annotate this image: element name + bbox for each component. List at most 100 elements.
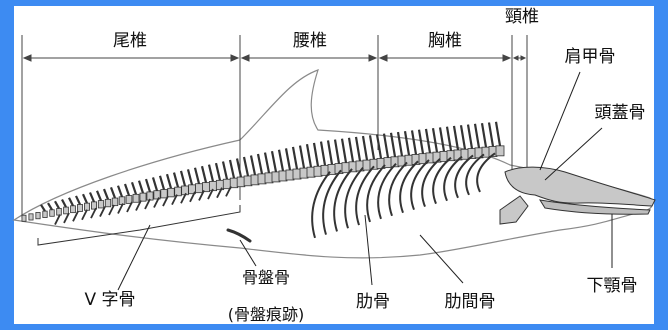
scapula-label: 肩甲骨: [565, 47, 616, 67]
spinous-process: [279, 150, 283, 171]
spinous-process: [167, 174, 171, 188]
rib: [334, 169, 352, 232]
spinous-process: [230, 160, 234, 178]
pelvis-label: 骨盤骨: [242, 268, 290, 287]
spinous-process: [356, 137, 360, 161]
spinous-process: [195, 168, 199, 184]
spinous-process: [76, 196, 80, 205]
vertebra: [29, 214, 33, 220]
spinous-process: [349, 138, 353, 162]
spinous-process: [209, 165, 213, 182]
spinous-process: [370, 135, 374, 159]
spinous-process: [335, 140, 339, 164]
chevron-bone: [118, 203, 123, 213]
spinous-process: [321, 142, 325, 166]
body-outline: [14, 70, 652, 258]
vertebra: [147, 192, 153, 200]
rib: [312, 172, 330, 238]
vertebra: [36, 212, 40, 218]
spinous-process: [293, 147, 297, 169]
spinous-process: [97, 191, 101, 201]
spinous-process: [496, 122, 500, 146]
spinous-process: [286, 148, 290, 170]
spinous-process: [482, 123, 486, 147]
rib: [422, 159, 440, 207]
spinous-process: [202, 166, 206, 182]
vertebra: [119, 197, 125, 205]
spinous-process: [244, 157, 248, 176]
spinous-process: [41, 205, 45, 211]
vertebra: [84, 203, 89, 210]
vertebra: [64, 207, 69, 214]
spinous-process: [419, 130, 423, 154]
spinous-process: [447, 127, 451, 151]
vertebra: [237, 177, 245, 187]
mandible-label: 下顎骨: [587, 276, 638, 296]
cervical-label: 頸椎: [505, 7, 539, 27]
spinous-process: [104, 189, 108, 199]
spinous-process: [174, 173, 178, 188]
spinous-process: [181, 171, 185, 186]
spinous-process: [475, 124, 479, 148]
chevron-bone: [64, 213, 69, 223]
intercostal-label: 肋間骨: [445, 292, 496, 312]
vertebra: [140, 193, 146, 201]
vertebra: [71, 206, 76, 213]
vertebra: [230, 178, 238, 188]
spinous-process: [433, 128, 437, 152]
spinous-process: [90, 192, 94, 201]
rib: [345, 168, 363, 229]
vertebra: [105, 199, 110, 206]
rib: [378, 164, 396, 219]
rib: [477, 153, 495, 192]
rib: [444, 157, 462, 201]
caudal-label: 尾椎: [113, 31, 147, 51]
spinous-process: [55, 201, 59, 208]
vertebra: [22, 215, 26, 221]
vertebra: [496, 146, 504, 156]
vertebra: [161, 190, 167, 198]
vertebra: [78, 204, 83, 211]
spinous-process: [160, 176, 164, 190]
pelvis-note-label: (骨盤痕跡): [228, 305, 305, 324]
spinous-process: [468, 125, 472, 149]
spinous-process: [489, 123, 493, 147]
vertebra: [196, 184, 203, 193]
spinous-process: [48, 203, 52, 210]
skull-bone: [505, 167, 655, 206]
vertebra: [175, 187, 182, 196]
spinous-process: [251, 155, 255, 174]
rib: [433, 158, 451, 204]
spinous-process: [384, 134, 388, 158]
vertebra: [112, 198, 118, 206]
rib: [400, 161, 418, 213]
chevron-label: V 字骨: [84, 290, 135, 310]
pelvis-bone: [228, 230, 250, 241]
rib: [389, 162, 407, 215]
spinous-process: [328, 140, 332, 164]
spinous-process: [272, 151, 276, 172]
vertebral-column: [22, 122, 504, 221]
spinous-process: [188, 169, 192, 185]
spinous-process: [139, 181, 143, 193]
skull-label: 頭蓋骨: [595, 103, 646, 123]
spinous-process: [265, 153, 269, 173]
spinous-process: [461, 125, 465, 149]
vertebra: [168, 188, 175, 197]
vertebra: [98, 201, 103, 208]
spinous-process: [398, 132, 402, 156]
vertebra: [50, 210, 55, 217]
rib-label: 肋骨: [356, 292, 390, 312]
spinous-process: [258, 154, 262, 174]
spinous-process: [412, 130, 416, 154]
spinous-process: [307, 144, 311, 167]
spinous-process: [405, 131, 409, 155]
spinous-process: [62, 199, 66, 207]
spinous-process: [118, 186, 122, 197]
vertebra: [133, 194, 139, 202]
spinous-process: [363, 136, 367, 160]
rib: [466, 154, 484, 195]
spinous-process: [314, 143, 318, 166]
